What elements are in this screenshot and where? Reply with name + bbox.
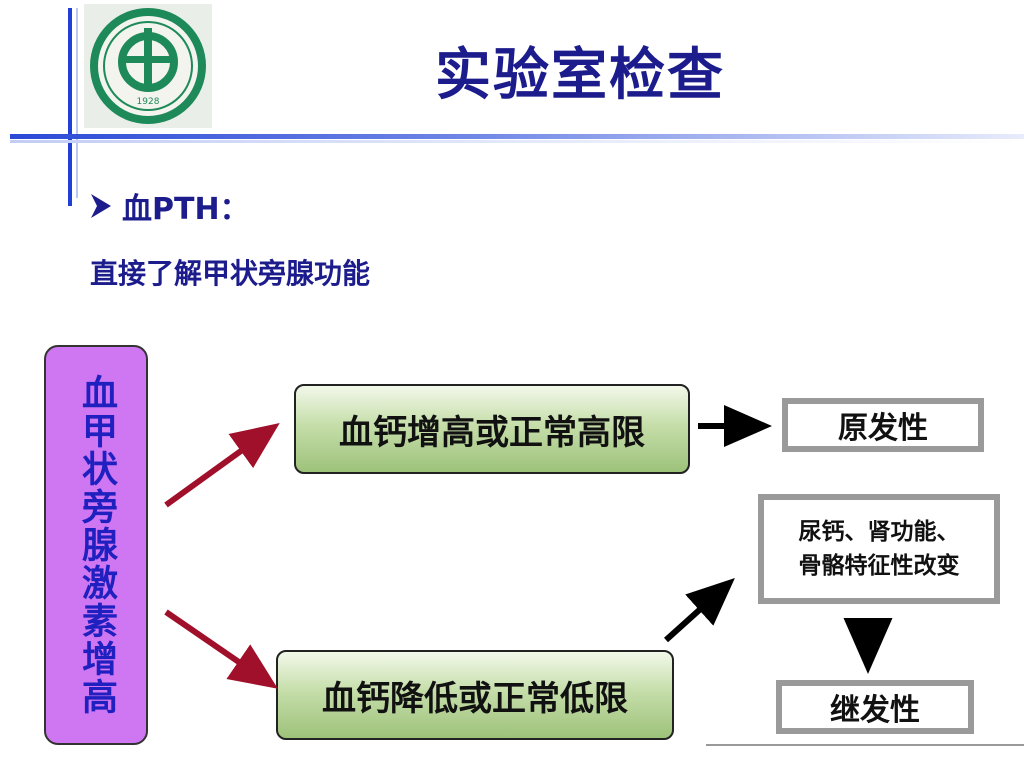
calcium-low-box: 血钙降低或正常低限 (276, 650, 674, 740)
arrow-to-changes (663, 577, 735, 643)
page-title: 实验室检查 (435, 43, 725, 108)
changes-line-1: 尿钙、肾功能、 (798, 518, 960, 545)
university-logo-icon: 1928 (84, 4, 212, 128)
logo-year: 1928 (137, 97, 160, 107)
frame-horizontal-line-light (10, 140, 1024, 143)
arrow-to-high (164, 422, 280, 508)
changes-line-2: 骨骼特征性改变 (798, 553, 960, 579)
calcium-high-box: 血钙增高或正常高限 (294, 384, 690, 474)
arrow-bullet-icon (91, 194, 111, 218)
frame-horizontal-line (10, 134, 1024, 139)
subtitle: 直接了解甲状旁腺功能 (90, 257, 371, 290)
bullet-item: 血PTH： (90, 186, 250, 227)
frame-vertical-line (68, 8, 72, 206)
footer-line (706, 744, 1024, 746)
secondary-box: 继发性 (776, 680, 974, 734)
hormone-box: 血甲状旁腺激素增高 (44, 345, 148, 745)
frame-vertical-line-light (76, 8, 78, 198)
changes-box: 尿钙、肾功能、 骨骼特征性改变 (758, 494, 1000, 604)
primary-box: 原发性 (782, 398, 984, 452)
hormone-box-label: 血甲状旁腺激素增高 (76, 374, 117, 716)
arrow-to-low (164, 609, 278, 689)
bullet-text: 血PTH： (122, 192, 250, 227)
